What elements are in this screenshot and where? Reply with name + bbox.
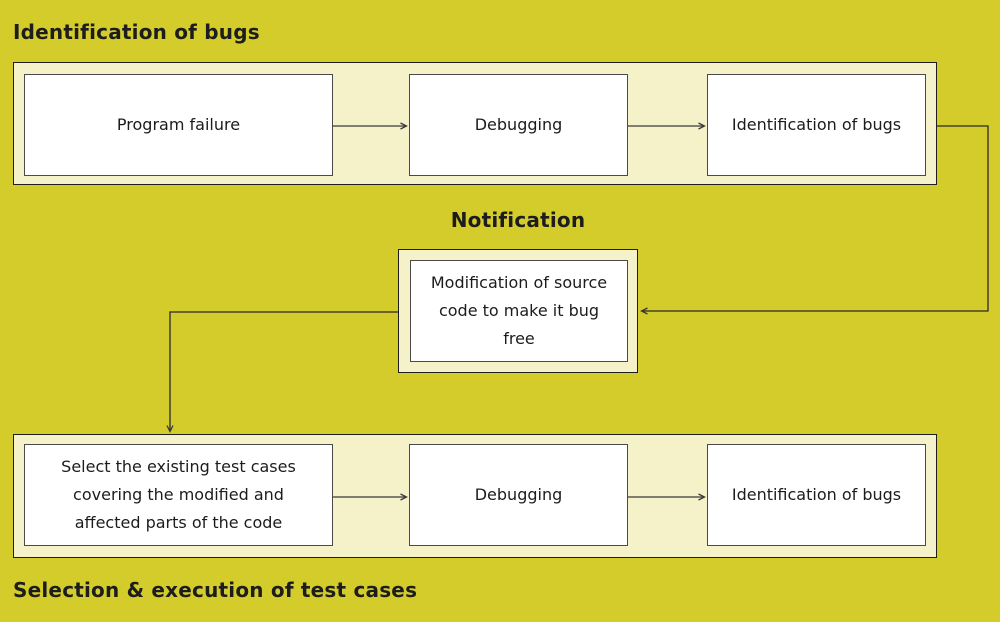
- section-title-selection-execution: Selection & execution of test cases: [13, 578, 418, 602]
- flow-box-modification-of-source-code: Modification of source code to make it b…: [410, 260, 628, 362]
- section-title-notification: Notification: [450, 208, 586, 232]
- section-title-identification-of-bugs: Identification of bugs: [13, 20, 260, 44]
- flow-box-program-failure: Program failure: [24, 74, 333, 176]
- flow-box-debugging-bottom: Debugging: [409, 444, 628, 546]
- connector-modification-to-selection: [166, 311, 398, 433]
- flow-box-debugging-top: Debugging: [409, 74, 628, 176]
- flow-box-identification-of-bugs-bottom: Identification of bugs: [707, 444, 926, 546]
- flow-box-identification-of-bugs-top: Identification of bugs: [707, 74, 926, 176]
- flow-box-select-existing-test-cases: Select the existing test cases covering …: [24, 444, 333, 546]
